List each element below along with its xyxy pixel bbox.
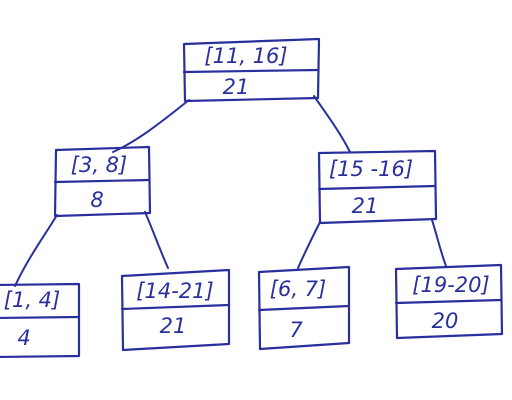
edge-right-rightright (431, 219, 447, 267)
edge-root-right (313, 95, 351, 153)
node-divider (257, 304, 351, 312)
node-interval-label: [14-21] (136, 279, 213, 303)
tree-node-root: [11, 16] 21 (182, 37, 321, 103)
node-box (53, 145, 152, 218)
node-max-label: 8 (90, 188, 103, 212)
node-box (0, 282, 81, 359)
node-max-label: 7 (289, 318, 303, 342)
node-interval-label: [1, 4] (4, 288, 60, 312)
node-divider (53, 178, 151, 184)
tree-node-left: [3, 8] 8 (53, 145, 152, 218)
node-interval-label: [6, 7] (270, 277, 326, 301)
node-max-label: 21 (352, 194, 379, 218)
node-divider (120, 303, 231, 311)
node-interval-label: [11, 16] (204, 44, 287, 68)
node-max-label: 20 (432, 309, 459, 333)
node-divider (394, 298, 503, 305)
node-max-label: 21 (223, 75, 250, 99)
node-interval-label: [3, 8] (71, 153, 127, 177)
node-divider (0, 315, 81, 320)
tree-node-right-left: [6, 7] 7 (257, 265, 351, 351)
edge-left-leftright (144, 211, 169, 269)
tree-node-right: [15 -16] 21 (317, 149, 438, 225)
node-box (394, 263, 504, 340)
edge-right-rightleft (297, 221, 321, 269)
node-max-label: 21 (160, 314, 187, 338)
node-divider (317, 184, 437, 191)
node-interval-label: [19-20] (412, 273, 489, 297)
tree-node-left-right: [14-21] 21 (120, 268, 231, 352)
node-box (257, 265, 351, 351)
node-box (182, 37, 321, 103)
tree-node-left-left: [1, 4] 4 (0, 282, 81, 359)
node-max-label: 4 (17, 326, 30, 350)
edge-left-leftleft (14, 214, 58, 287)
node-box (120, 268, 231, 352)
edge-root-left (112, 99, 190, 153)
node-divider (182, 68, 320, 74)
tree-node-right-right: [19-20] 20 (394, 263, 504, 340)
tree-edges (14, 95, 447, 287)
node-interval-label: [15 -16] (329, 157, 413, 181)
node-box (317, 149, 438, 225)
